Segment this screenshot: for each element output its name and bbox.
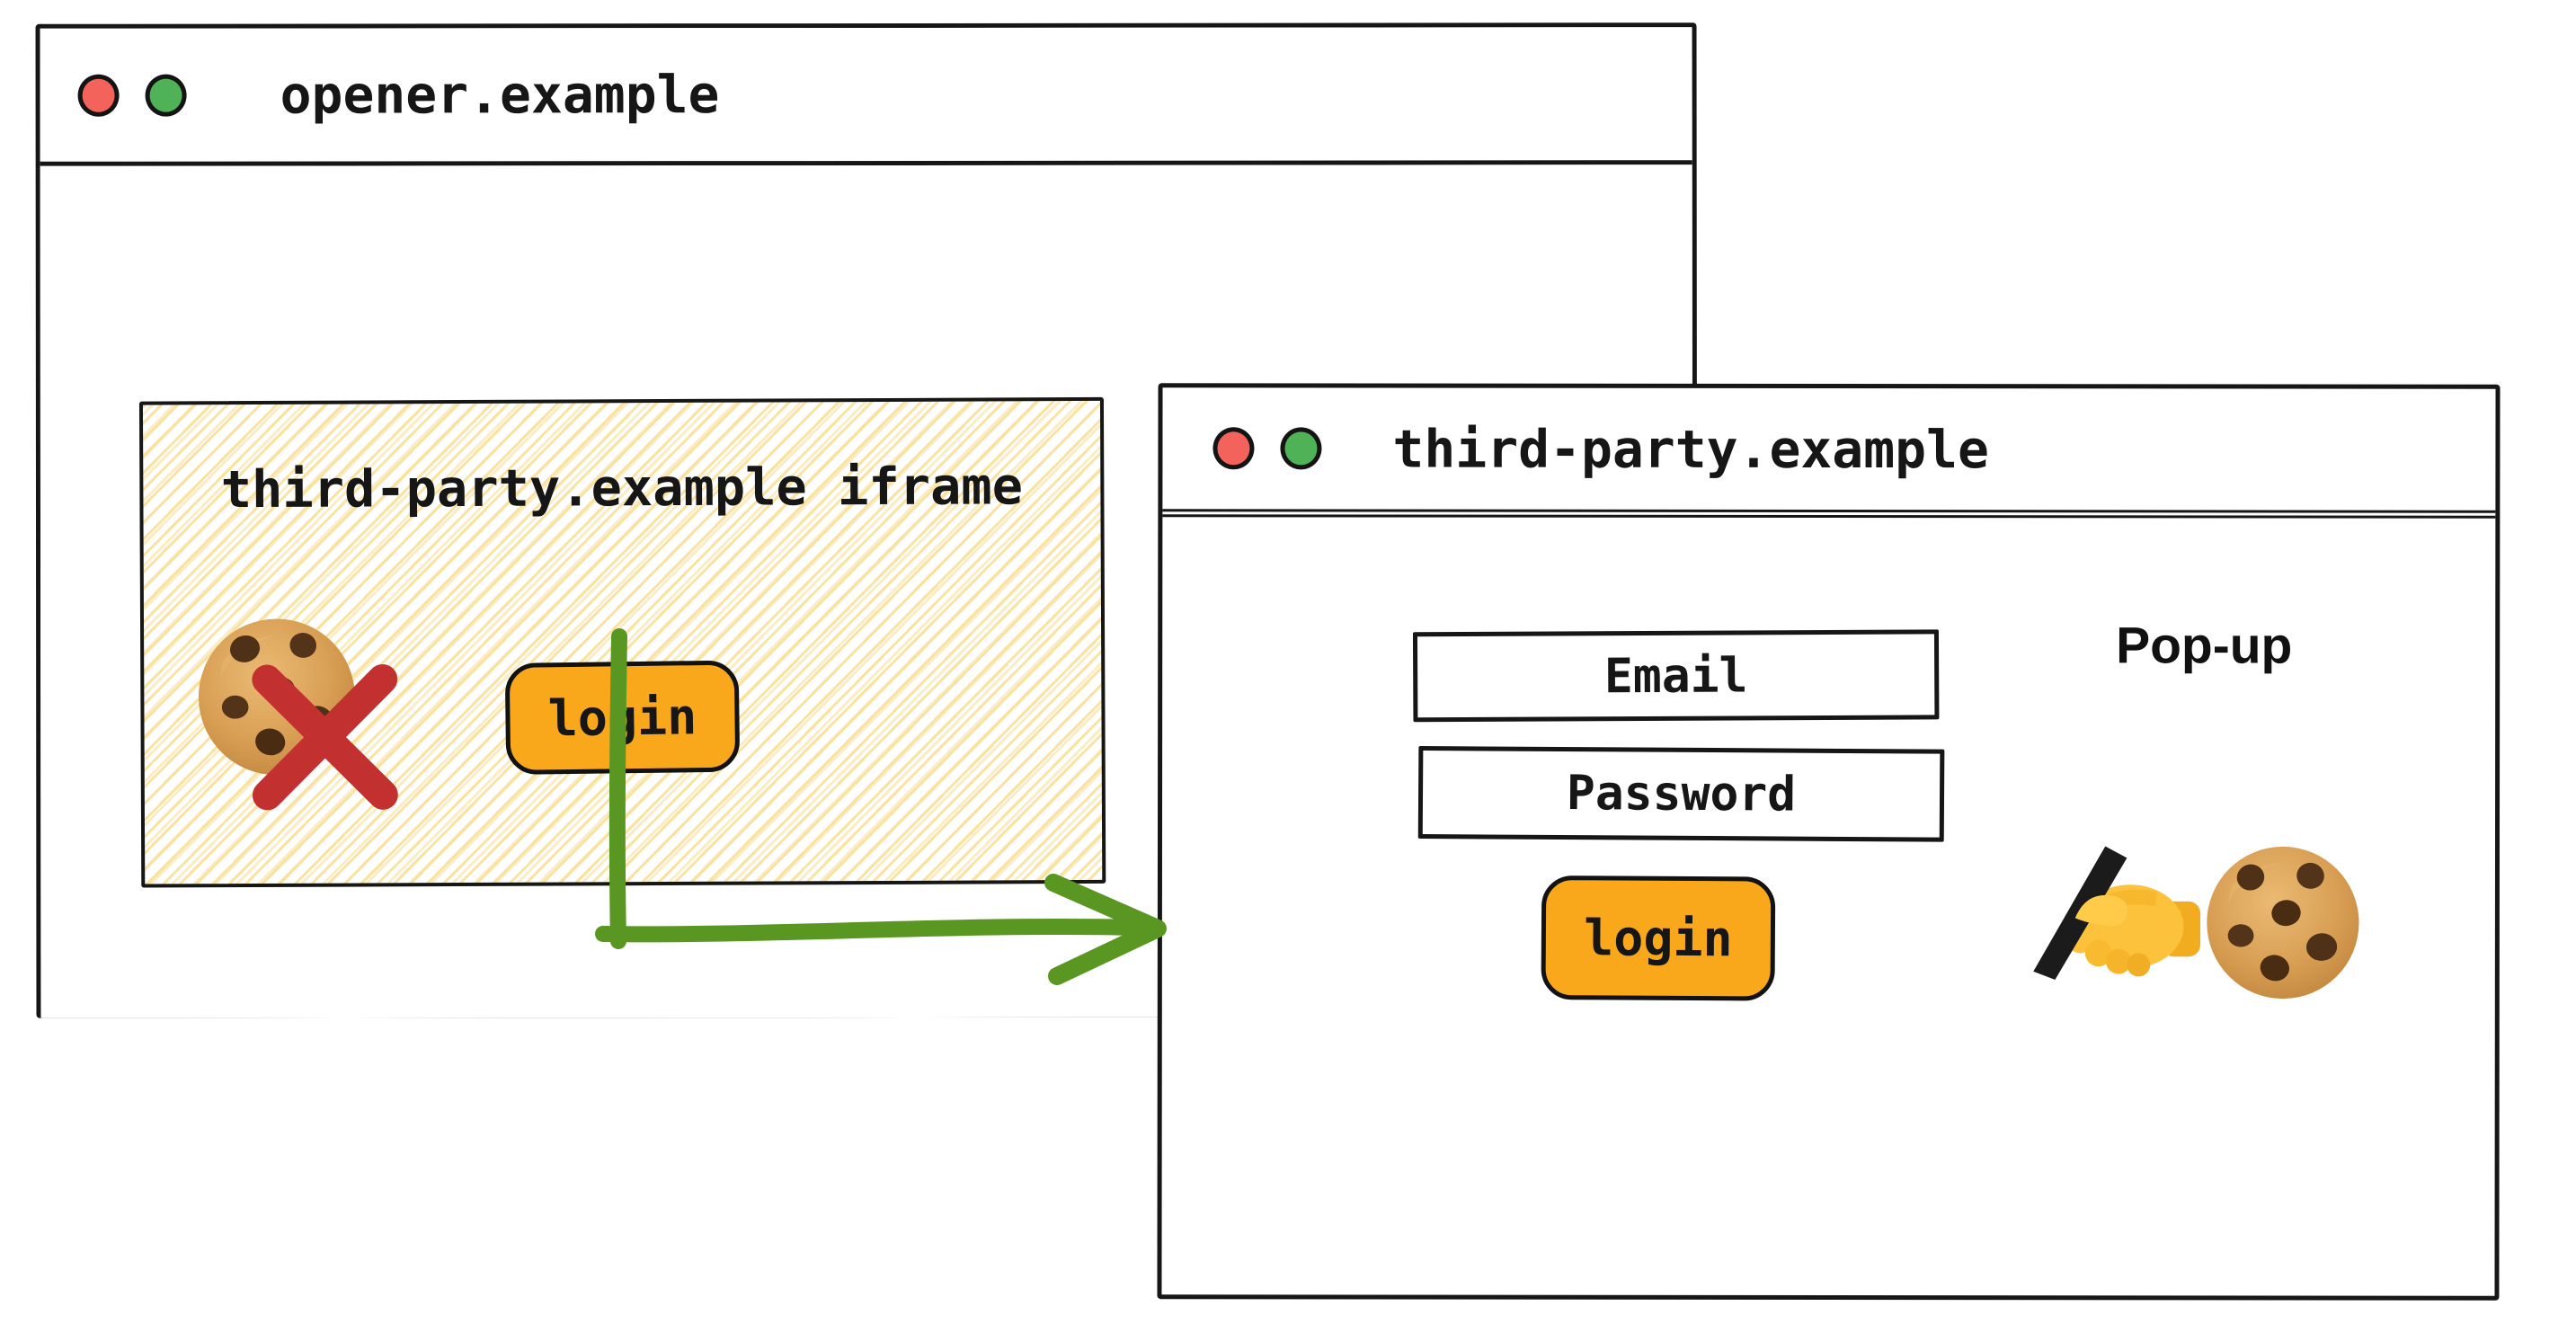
traffic-light-green-icon[interactable] <box>1280 427 1322 470</box>
popup-window-title: third-party.example <box>1392 417 1989 480</box>
popup-annotation-label: Pop-up <box>2116 617 2293 675</box>
traffic-light-green-icon[interactable] <box>145 74 187 117</box>
opener-window-title: opener.example <box>280 64 720 126</box>
popup-window-body: Email Password login Pop-up <box>1161 511 2495 1301</box>
third-party-iframe: third-party.example iframe <box>138 396 1106 888</box>
password-input[interactable]: Password <box>1417 745 1945 842</box>
popup-titlebar: third-party.example <box>1162 387 2496 513</box>
iframe-label: third-party.example iframe <box>220 457 1024 520</box>
popup-window: third-party.example Email Password login… <box>1157 383 2500 1301</box>
signup-emoji-row <box>2027 834 2368 1000</box>
popup-login-button[interactable]: login <box>1541 875 1776 1001</box>
opener-titlebar: opener.example <box>40 27 1692 166</box>
traffic-light-red-icon[interactable] <box>1212 427 1255 470</box>
blocked-cookie-icon <box>193 613 423 830</box>
opener-window-body: third-party.example iframe <box>40 164 1693 1018</box>
blocked-x-icon <box>252 663 398 811</box>
opener-window: opener.example third-party.example ifram… <box>35 22 1698 1018</box>
cookie-icon <box>2207 846 2359 1000</box>
email-input[interactable]: Email <box>1412 629 1940 723</box>
traffic-light-red-icon[interactable] <box>77 74 120 117</box>
popup-login-form: Email Password login <box>1161 629 1945 1300</box>
writing-hand-icon <box>2033 846 2201 981</box>
iframe-login-button[interactable]: login <box>504 660 741 775</box>
